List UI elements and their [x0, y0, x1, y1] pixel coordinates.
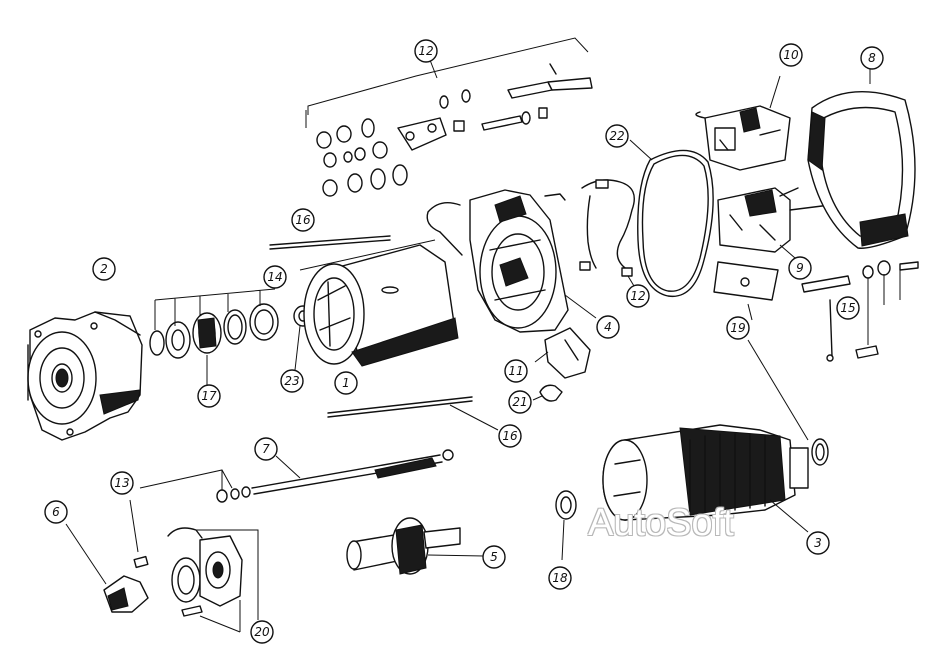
svg-text:23: 23 — [284, 374, 299, 388]
svg-text:17: 17 — [201, 389, 217, 403]
svg-text:13: 13 — [114, 476, 129, 490]
callout-14: 14 — [263, 265, 287, 289]
callout-12-top: 12 — [414, 39, 438, 63]
part-spring-clip — [532, 384, 563, 402]
callout-7: 7 — [254, 437, 278, 461]
callout-2: 2 — [92, 257, 116, 281]
part-retaining-pins — [129, 469, 251, 569]
svg-text:12: 12 — [630, 289, 645, 303]
callout-18: 18 — [548, 566, 572, 590]
callout-15: 15 — [836, 296, 860, 320]
part-fastener-set — [801, 260, 919, 362]
svg-text:15: 15 — [840, 301, 855, 315]
callout-16-upper: 16 — [291, 208, 315, 232]
part-solenoid-contacts — [695, 75, 791, 171]
callout-19: 19 — [726, 316, 750, 340]
part-gasket — [629, 139, 714, 298]
part-washer-rings — [149, 288, 279, 385]
svg-text:21: 21 — [512, 395, 527, 409]
callout-10: 10 — [779, 43, 803, 67]
part-shim-plate — [713, 261, 809, 441]
callout-13: 13 — [110, 471, 134, 495]
svg-text:12: 12 — [418, 44, 433, 58]
svg-text:2: 2 — [100, 262, 108, 276]
svg-text:5: 5 — [490, 550, 498, 564]
svg-text:14: 14 — [267, 270, 282, 284]
part-solenoid-cover — [807, 66, 916, 249]
part-bearing-cover — [167, 527, 259, 633]
callout-8: 8 — [860, 46, 884, 70]
part-solenoid-body — [717, 187, 841, 259]
part-brush-leads — [579, 179, 635, 287]
part-drive-end-housing — [27, 311, 143, 441]
callout-3: 3 — [806, 531, 830, 555]
svg-text:16: 16 — [295, 213, 311, 227]
svg-text:19: 19 — [730, 321, 745, 335]
svg-text:3: 3 — [814, 536, 822, 550]
callout-21: 21 — [508, 390, 532, 414]
svg-text:6: 6 — [52, 505, 60, 519]
callout-16-lower: 16 — [498, 424, 522, 448]
svg-text:16: 16 — [502, 429, 518, 443]
callout-23: 23 — [280, 369, 304, 393]
part-through-bolt-upper — [269, 235, 391, 250]
callout-5: 5 — [482, 545, 506, 569]
part-terminal-hardware — [305, 37, 593, 197]
svg-text:11: 11 — [508, 364, 523, 378]
svg-text:20: 20 — [254, 625, 270, 639]
svg-text:18: 18 — [552, 571, 568, 585]
callouts: 2 16 14 23 17 1 12 22 10 8 9 12 4 15 19 … — [44, 39, 884, 644]
callout-1: 1 — [334, 371, 358, 395]
part-field-housing — [299, 239, 459, 367]
svg-text:9: 9 — [796, 261, 804, 275]
callout-17: 17 — [197, 384, 221, 408]
callout-6: 6 — [44, 500, 68, 524]
callout-9: 9 — [788, 256, 812, 280]
svg-text:1: 1 — [342, 376, 350, 390]
svg-text:8: 8 — [868, 51, 876, 65]
svg-text:7: 7 — [262, 442, 270, 456]
svg-text:10: 10 — [783, 48, 799, 62]
part-armature — [602, 424, 829, 533]
part-pinion — [65, 523, 149, 613]
part-commutator-end-plate — [426, 189, 597, 333]
callout-12-right: 12 — [626, 284, 650, 308]
svg-text:22: 22 — [609, 129, 624, 143]
callout-11: 11 — [504, 359, 528, 383]
part-through-bolt-lower — [327, 396, 499, 431]
callout-4: 4 — [596, 315, 620, 339]
callout-22: 22 — [605, 124, 629, 148]
part-drive-pinion — [346, 517, 485, 575]
watermark-text: AutoSoft — [588, 502, 734, 544]
svg-text:4: 4 — [604, 320, 612, 334]
part-brush-holder — [534, 327, 591, 379]
part-pinion-gear — [555, 490, 577, 561]
callout-20: 20 — [250, 620, 274, 644]
part-engagement-lever-shaft — [251, 449, 454, 495]
